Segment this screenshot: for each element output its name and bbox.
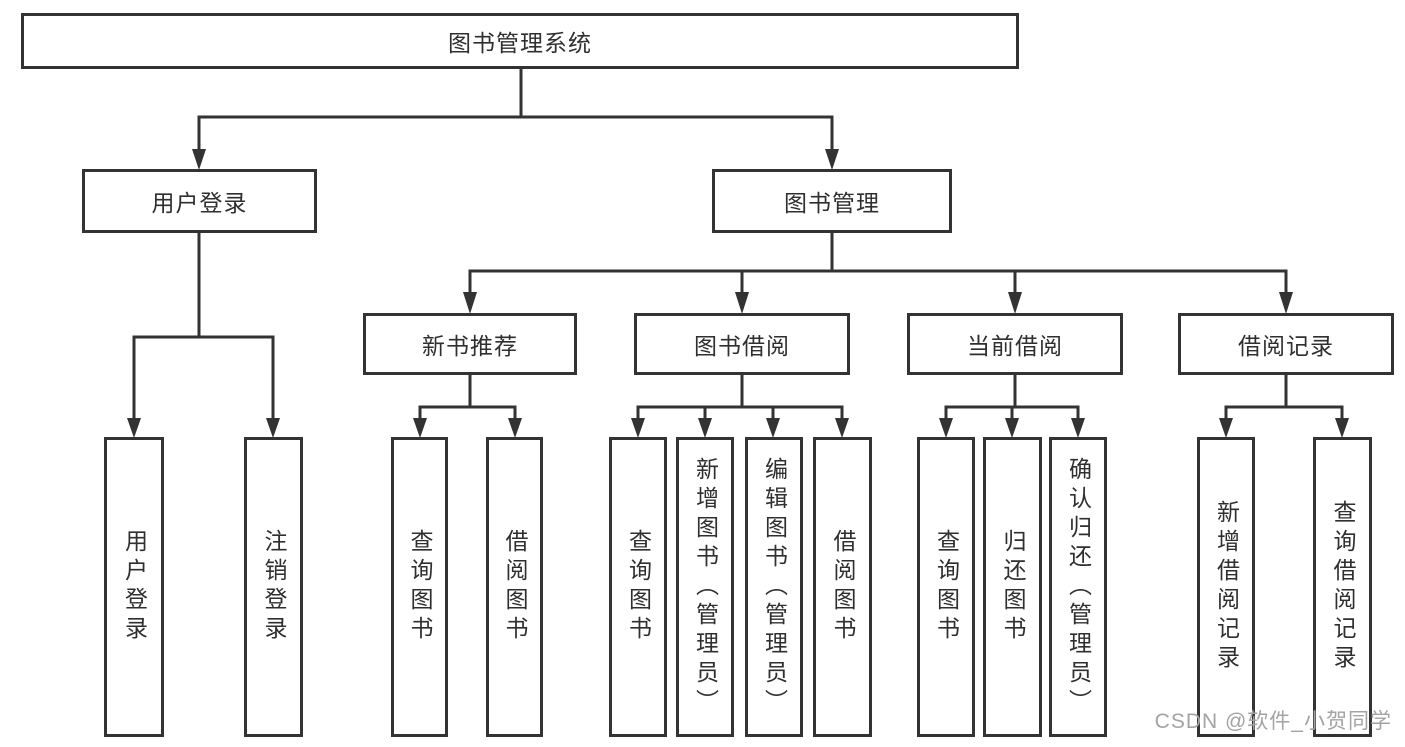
node-book-management-label: 图书管理 [784,190,880,216]
leaf-borrow-books-recommend-label: 借阅图书 [502,529,528,645]
leaf-logout: 注销登录 [244,437,303,737]
leaf-query-books-borrow-label: 查询图书 [625,529,652,645]
leaf-logout-label: 注销登录 [261,529,287,645]
node-new-book-recommend: 新书推荐 [363,313,577,375]
node-user-login: 用户登录 [82,169,317,233]
leaf-add-books-admin-label: 新增图书（管理员） [692,456,719,718]
leaf-add-borrow-record: 新增借阅记录 [1197,437,1255,737]
node-book-borrow-label: 图书借阅 [694,333,790,359]
leaf-user-login-label: 用户登录 [121,529,148,645]
leaf-borrow-books: 借阅图书 [813,437,872,737]
leaf-return-books: 归还图书 [983,437,1042,737]
leaf-confirm-return-admin: 确认归还（管理员） [1049,437,1107,737]
csdn-watermark: CSDN @软件_小贺同学 [1154,710,1392,733]
arrowheads [127,149,1349,438]
leaf-add-borrow-record-label: 新增借阅记录 [1213,500,1240,674]
node-borrow-record: 借阅记录 [1178,313,1394,375]
leaf-query-books-current: 查询图书 [917,437,975,737]
leaf-query-books-recommend: 查询图书 [391,437,448,737]
leaf-edit-books-admin: 编辑图书（管理员） [745,437,803,737]
connector-segments [132,69,1344,419]
node-book-borrow: 图书借阅 [634,313,850,375]
leaf-query-books-current-label: 查询图书 [933,529,960,645]
node-current-borrow-label: 当前借阅 [967,333,1063,359]
leaf-query-borrow-record-label: 查询借阅记录 [1330,500,1356,674]
node-user-login-label: 用户登录 [151,190,248,216]
leaf-borrow-books-label: 借阅图书 [830,529,856,645]
node-root-system: 图书管理系统 [21,13,1019,69]
node-book-management: 图书管理 [712,169,952,233]
node-borrow-record-label: 借阅记录 [1238,333,1334,359]
leaf-query-borrow-record: 查询借阅记录 [1313,437,1372,737]
leaf-user-login: 用户登录 [104,437,164,737]
leaf-query-books-recommend-label: 查询图书 [407,529,433,645]
leaf-edit-books-admin-label: 编辑图书（管理员） [761,456,788,718]
leaf-add-books-admin: 新增图书（管理员） [676,437,734,737]
leaf-confirm-return-admin-label: 确认归还（管理员） [1065,456,1092,718]
leaf-return-books-label: 归还图书 [1000,529,1026,645]
leaf-borrow-books-recommend: 借阅图书 [486,437,543,737]
node-current-borrow: 当前借阅 [907,313,1123,375]
leaf-query-books-borrow: 查询图书 [609,437,667,737]
node-root-label: 图书管理系统 [448,30,592,56]
node-new-book-recommend-label: 新书推荐 [422,333,518,359]
